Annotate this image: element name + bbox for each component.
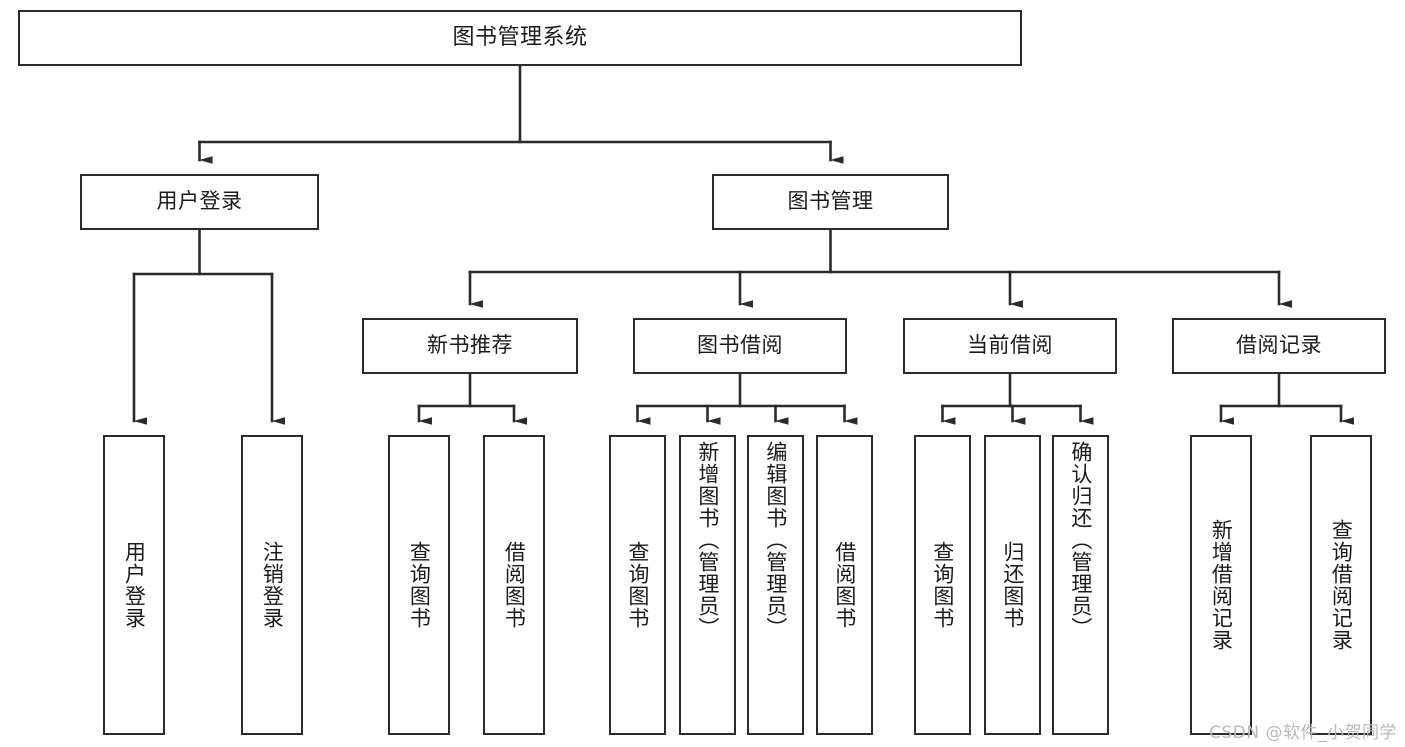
node-leaf-query-book-current[interactable]: 查询图书 — [914, 435, 971, 735]
node-leaf-borrow-book-recommend[interactable]: 借阅图书 — [483, 435, 545, 735]
node-current-borrow-label: 当前借阅 — [967, 333, 1053, 358]
node-leaf-query-book-current-label: 查询图书 — [930, 541, 955, 629]
node-root[interactable]: 图书管理系统 — [18, 10, 1022, 66]
node-root-label: 图书管理系统 — [452, 24, 588, 50]
node-new-book-recommend-label: 新书推荐 — [427, 333, 513, 358]
node-borrow-record[interactable]: 借阅记录 — [1172, 318, 1386, 374]
node-leaf-return-book-label: 归还图书 — [1000, 541, 1025, 629]
node-user-login[interactable]: 用户登录 — [80, 174, 319, 230]
node-book-management[interactable]: 图书管理 — [712, 174, 949, 230]
node-book-borrow[interactable]: 图书借阅 — [633, 318, 847, 374]
node-leaf-logout-label: 注销登录 — [260, 541, 285, 629]
node-leaf-edit-book-admin[interactable]: 编辑图书（管理员） — [747, 435, 804, 735]
node-leaf-query-book-borrow-label: 查询图书 — [625, 541, 650, 629]
node-leaf-add-book-admin-label: 新增图书（管理员） — [695, 441, 720, 639]
node-leaf-add-borrow-record-label: 新增借阅记录 — [1209, 519, 1234, 651]
node-leaf-borrow-book-recommend-label: 借阅图书 — [502, 541, 527, 629]
node-current-borrow[interactable]: 当前借阅 — [903, 318, 1117, 374]
node-leaf-query-borrow-record-label: 查询借阅记录 — [1329, 519, 1354, 651]
node-leaf-user-login-label: 用户登录 — [122, 541, 147, 629]
node-leaf-query-book-recommend[interactable]: 查询图书 — [388, 435, 450, 735]
node-leaf-query-book-recommend-label: 查询图书 — [407, 541, 432, 629]
node-leaf-add-book-admin[interactable]: 新增图书（管理员） — [679, 435, 736, 735]
node-leaf-borrow-book-label: 借阅图书 — [832, 541, 857, 629]
node-leaf-query-book-borrow[interactable]: 查询图书 — [609, 435, 666, 735]
node-leaf-add-borrow-record[interactable]: 新增借阅记录 — [1190, 435, 1252, 735]
node-book-management-label: 图书管理 — [787, 189, 874, 214]
node-leaf-confirm-return-admin-label: 确认归还（管理员） — [1068, 441, 1093, 639]
node-leaf-user-login[interactable]: 用户登录 — [103, 435, 165, 735]
node-leaf-confirm-return-admin[interactable]: 确认归还（管理员） — [1052, 435, 1109, 735]
node-leaf-return-book[interactable]: 归还图书 — [984, 435, 1041, 735]
node-borrow-record-label: 借阅记录 — [1236, 333, 1322, 358]
node-new-book-recommend[interactable]: 新书推荐 — [362, 318, 578, 374]
node-book-borrow-label: 图书借阅 — [697, 333, 783, 358]
node-leaf-edit-book-admin-label: 编辑图书（管理员） — [763, 441, 788, 639]
node-user-login-label: 用户登录 — [156, 189, 243, 214]
node-leaf-borrow-book[interactable]: 借阅图书 — [816, 435, 873, 735]
node-leaf-logout[interactable]: 注销登录 — [241, 435, 303, 735]
node-leaf-query-borrow-record[interactable]: 查询借阅记录 — [1310, 435, 1372, 735]
